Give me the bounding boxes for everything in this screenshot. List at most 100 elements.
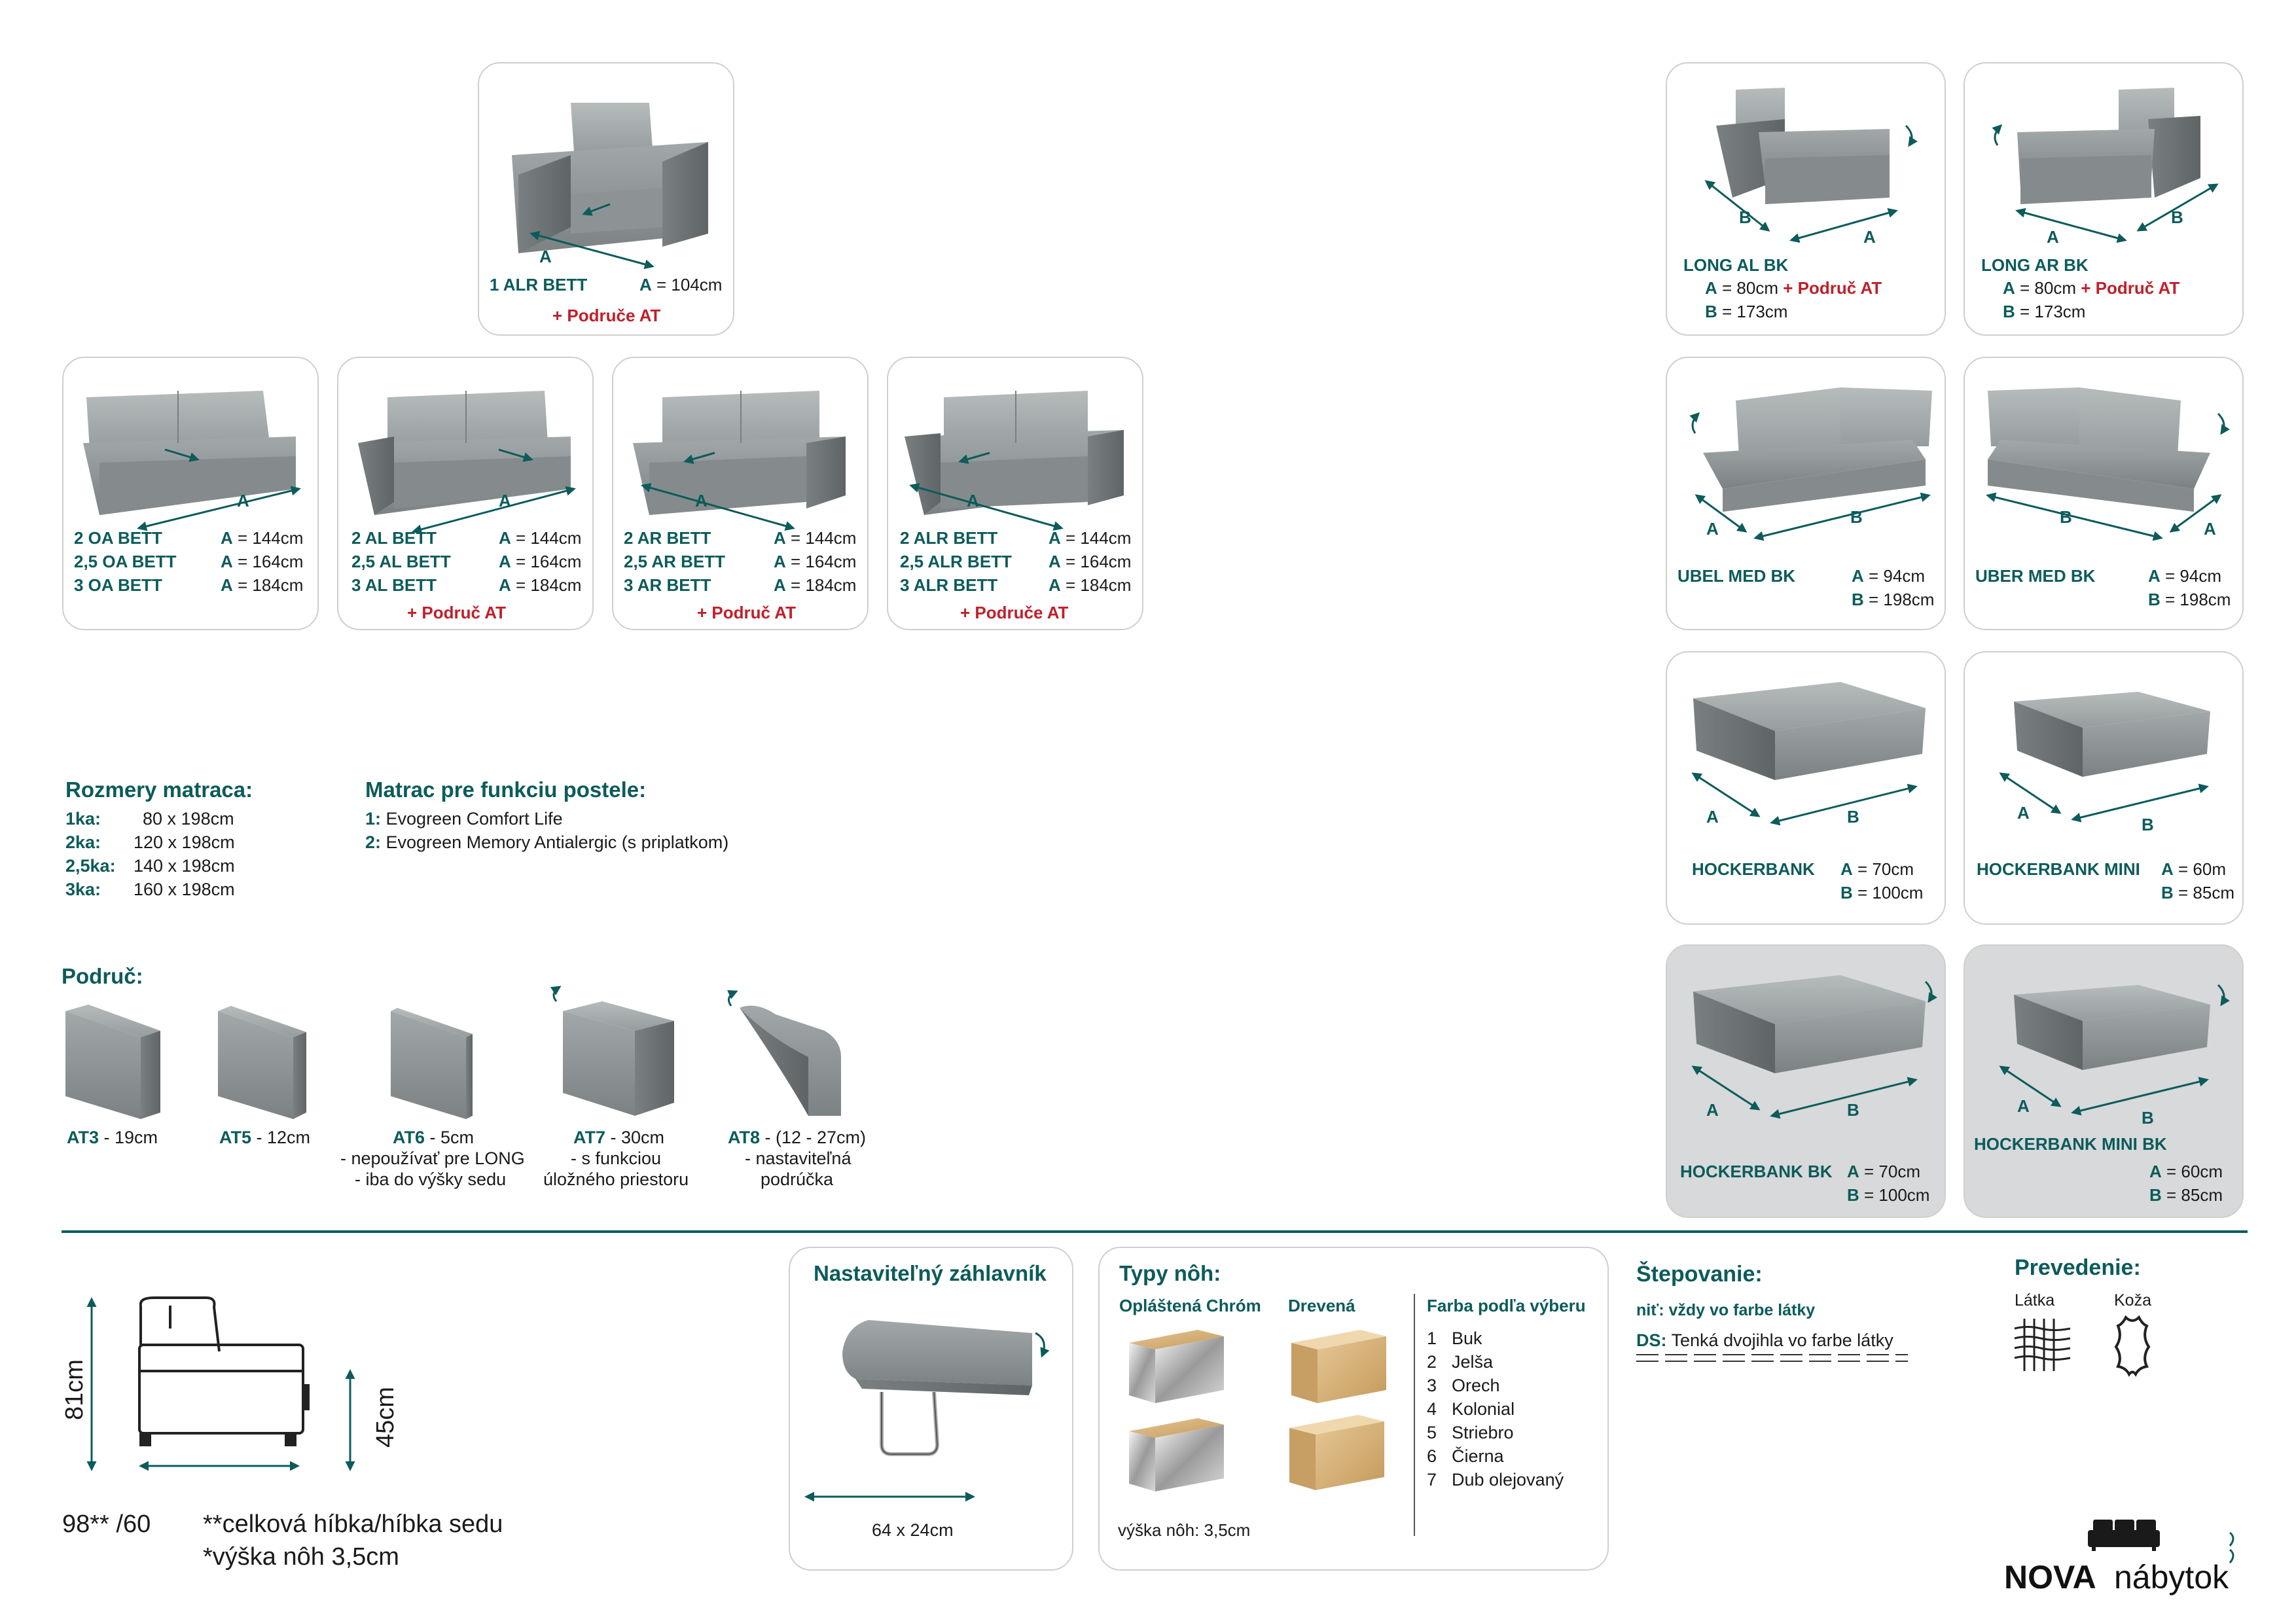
card-ubel-med-bk[interactable]: A B UBEL MED BK A = 94cm B = 198cm — [1666, 357, 1946, 630]
stitching-title: Štepovanie: — [1636, 1262, 1763, 1287]
row-dim-2: A = 164cm — [774, 552, 857, 571]
legs-wood-title: Drevená — [1288, 1296, 1355, 1315]
row-name-1: 2 OA BETT — [74, 528, 162, 548]
dim-b-letter: B — [2171, 207, 2183, 227]
module-name: LONG AR BK — [1981, 255, 2089, 275]
sofa-alr-icon — [905, 391, 1124, 531]
row-name-2: 2,5 AR BETT — [624, 552, 726, 571]
mattress-size-val-1: 80 x 198cm — [143, 809, 234, 829]
dim-b-letter: B — [1847, 807, 1859, 827]
card-hockerbank-bk[interactable]: A B HOCKERBANK BK A = 70cm B = 100cm — [1666, 944, 1946, 1218]
legs-title: Typy nôh: — [1119, 1261, 1221, 1285]
dim-a-letter: A — [967, 491, 979, 510]
module-name: HOCKERBANK MINI — [1977, 859, 2140, 879]
module-name: HOCKERBANK MINI BK — [1974, 1134, 2167, 1154]
row-dim-1: A = 144cm — [1049, 528, 1132, 548]
stitching-line-2: DS: Tenká dvojihla vo farbe látky — [1636, 1330, 1893, 1350]
dim-a-letter: A — [539, 247, 552, 266]
module-name: LONG AL BK — [1683, 255, 1789, 275]
mattress-size-val-2: 120 x 198cm — [134, 832, 235, 852]
mattress-function-1: 1: Evogreen Comfort Life — [365, 809, 563, 829]
card-al-bett[interactable]: A 2 AL BETT A = 144cm 2,5 AL BETT A = 16… — [337, 357, 594, 630]
module-dim-b: B = 198cm — [1852, 590, 1935, 609]
card-headrest[interactable]: Nastaviteľný záhlavník 64 x 24cm — [789, 1247, 1073, 1571]
mattress-size-val-4: 160 x 198cm — [134, 880, 235, 899]
card-hockerbank-mini-bk[interactable]: A B HOCKERBANK MINI BK A = 60cm B = 85cm — [1964, 944, 2244, 1218]
row-dim-3: A = 184cm — [499, 575, 582, 595]
mattress-size-key-4: 3ka: — [65, 880, 101, 899]
brand-mark-icon — [2229, 1531, 2234, 1563]
armrest-at6-note1: - nepoužívať pre LONG — [340, 1149, 525, 1168]
stitching-dashes-icon — [1636, 1354, 1908, 1362]
corner-uber-icon — [1986, 387, 2230, 541]
armrest-at7-icon — [550, 986, 674, 1116]
profile-seat-height-label: 45cm — [372, 1387, 399, 1448]
mattress-size-val-3: 140 x 198cm — [134, 856, 235, 876]
stitching-line-1: niť: vždy vo farbe látky — [1636, 1301, 1816, 1319]
brand-nabytok: nábytok — [2114, 1559, 2229, 1596]
sofa-profile-drawing-icon — [86, 1296, 355, 1471]
row-dim-3: A = 184cm — [774, 575, 857, 595]
row-dim-3: A = 184cm — [221, 575, 304, 595]
profile-depth: 98** /60 — [62, 1510, 151, 1538]
ottoman-hockerbank-icon — [1691, 682, 1926, 826]
armrest-at6-note2: - iba do výšky sedu — [355, 1169, 507, 1189]
row-name-2: 2,5 OA BETT — [74, 552, 177, 571]
armrest-at8-note1: - nastaviteľná — [745, 1149, 852, 1168]
card-hockerbank[interactable]: A B HOCKERBANK A = 70cm B = 100cm — [1666, 651, 1946, 925]
dim-b-letter: B — [2060, 507, 2072, 527]
module-dim-b: B = 100cm — [1847, 1185, 1930, 1205]
mattress-size-key-1: 1ka: — [65, 809, 101, 829]
row-name-2: 2,5 ALR BETT — [900, 552, 1012, 571]
row-name-3: 3 AL BETT — [351, 575, 437, 595]
module-dim-a: A = 80cm + Područ AT — [1705, 278, 1882, 298]
dim-a-letter: A — [2047, 227, 2059, 247]
card-legs[interactable]: Typy nôh: Opláštená Chróm Drevená výška … — [1098, 1247, 1609, 1571]
mattress-size-key-3: 2,5ka: — [65, 856, 116, 876]
finish-title: Prevedenie: — [2015, 1255, 2141, 1280]
row-name-2: 2,5 AL BETT — [351, 552, 451, 571]
legs-chrome-title: Opláštená Chróm — [1119, 1296, 1261, 1315]
dim-b-letter: B — [2142, 815, 2154, 834]
brand-nova: NOVA — [2004, 1559, 2096, 1596]
card-1-alr-bett[interactable]: A 1 ALR BETT A = 104cm + Područe AT — [478, 62, 734, 336]
corner-ubel-icon — [1689, 387, 1932, 541]
module-name: HOCKERBANK BK — [1680, 1162, 1833, 1181]
card-hockerbank-mini[interactable]: A B HOCKERBANK MINI A = 60m B = 85cm — [1964, 651, 2244, 925]
module-name: UBEL MED BK — [1677, 566, 1796, 586]
section-divider — [62, 1230, 2248, 1233]
module-dim-a: A = 70cm — [1847, 1162, 1921, 1181]
mattress-function-2: 2: Evogreen Memory Antialergic (s pripla… — [365, 832, 729, 852]
card-long-ar-bk[interactable]: A B LONG AR BK A = 80cm + Područ AT B = … — [1964, 62, 2244, 336]
row-name-1: 2 ALR BETT — [900, 528, 998, 548]
dim-b-letter: B — [1739, 207, 1751, 227]
card-long-al-bk[interactable]: B A LONG AL BK A = 80cm + Područ AT B = … — [1666, 62, 1946, 336]
dim-b-letter: B — [1847, 1100, 1859, 1120]
finish-leather-label: Koža — [2114, 1291, 2151, 1310]
card-alr-bett[interactable]: A 2 ALR BETT A = 144cm 2,5 ALR BETT A = … — [887, 357, 1143, 630]
armrest-at7-label: AT7 - 30cm — [573, 1128, 665, 1147]
module-name: 1 ALR BETT — [490, 275, 588, 294]
legs-height: výška nôh: 3,5cm — [1118, 1520, 1251, 1540]
module-extra: + Područ AT — [697, 603, 796, 622]
module-dim-a: A = 94cm — [2148, 566, 2222, 586]
card-ar-bett[interactable]: A 2 AR BETT A = 144cm 2,5 AR BETT A = 16… — [612, 357, 869, 630]
module-extra: + Područe AT — [960, 603, 1069, 622]
dim-a-letter: A — [2204, 519, 2216, 539]
module-dim-b: B = 173cm — [1705, 302, 1788, 321]
leg-wood-icon-2 — [1289, 1415, 1384, 1490]
sofa-al-icon — [358, 391, 576, 535]
dim-a-letter: A — [2017, 803, 2030, 823]
module-dim-a: A = 80cm + Područ AT — [2003, 278, 2180, 298]
dim-a-letter: A — [1706, 1100, 1719, 1120]
card-uber-med-bk[interactable]: B A UBER MED BK A = 94cm B = 198cm — [1964, 357, 2244, 630]
sofa-logo-icon — [2088, 1520, 2160, 1551]
card-oa-bett[interactable]: A 2 OA BETT A = 144cm 2,5 OA BETT A = 16… — [62, 357, 319, 630]
chaise-long-ar-icon — [1992, 88, 2219, 243]
row-name-1: 2 AR BETT — [624, 528, 711, 548]
row-dim-3: A = 184cm — [1049, 575, 1132, 595]
